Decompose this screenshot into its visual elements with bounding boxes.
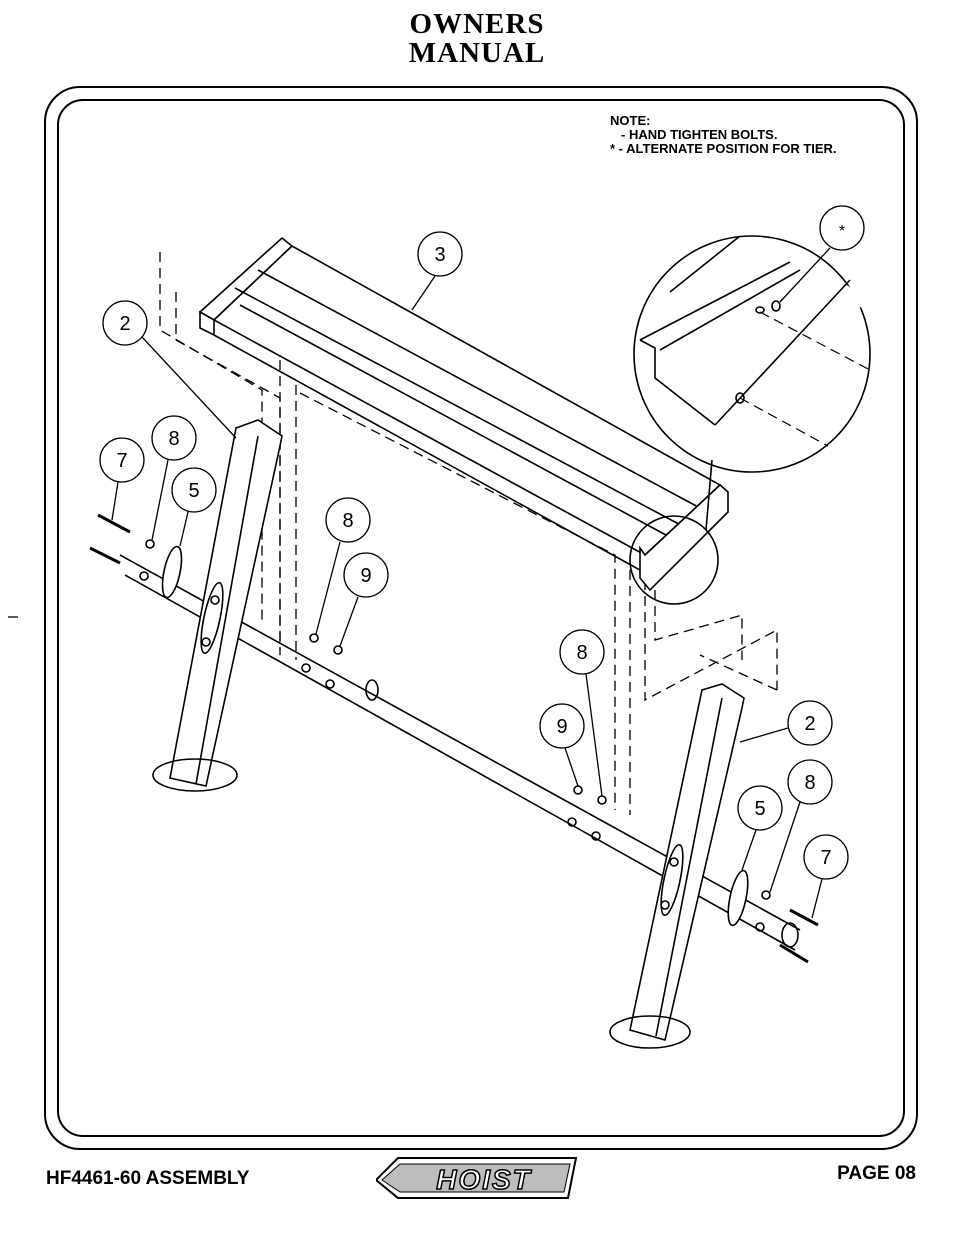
- inner-frame: [57, 99, 905, 1137]
- callout-5-right: 5: [754, 798, 765, 820]
- page-number: PAGE 08: [837, 1163, 916, 1184]
- callout-9-left: 9: [360, 565, 371, 587]
- callout-7-right: 7: [820, 847, 831, 869]
- callout-8-middle-right: 8: [576, 642, 587, 664]
- callout-7-left: 7: [116, 450, 127, 472]
- title-line-2: MANUAL: [408, 37, 546, 69]
- note-line-1: - HAND TIGHTEN BOLTS.: [621, 127, 778, 142]
- callout-8-left: 8: [168, 428, 179, 450]
- hardware: [139, 539, 771, 932]
- callout-3: 3: [434, 244, 445, 266]
- callout-2-left: 2: [119, 313, 130, 335]
- shelf-tier: [198, 236, 729, 592]
- note-heading: NOTE:: [610, 113, 651, 128]
- title-line-1: OWNERS: [409, 8, 545, 40]
- left-upright: [152, 419, 283, 792]
- note-line-2-marker: * -: [610, 141, 623, 156]
- callout-labels: 3 2 8 7 5 8 9 8 9 2 8 5 7 *: [116, 223, 845, 869]
- detail-magnifier: [629, 235, 871, 605]
- note-line-2: * - ALTERNATE POSITION FOR TIER.: [610, 142, 837, 156]
- logo-wordmark: HOIST: [436, 1164, 532, 1195]
- callout-9-right: 9: [556, 716, 567, 738]
- hoist-logo: HOIST: [376, 1157, 578, 1199]
- outer-frame: [44, 86, 918, 1150]
- callouts: [99, 205, 865, 919]
- page-title: OWNERS MANUAL: [0, 10, 954, 68]
- callout-8-right: 8: [804, 772, 815, 794]
- model-assembly-label: HF4461-60 ASSEMBLY: [46, 1168, 250, 1189]
- callout-5-left: 5: [188, 480, 199, 502]
- right-upright: [609, 683, 749, 1049]
- note-line-2-text: ALTERNATE POSITION FOR TIER.: [626, 141, 837, 156]
- callout-8-middle-left: 8: [342, 510, 353, 532]
- assembly-note: NOTE: - HAND TIGHTEN BOLTS. * - ALTERNAT…: [610, 114, 837, 156]
- callout-alternate-star: *: [839, 223, 845, 240]
- callout-2-right: 2: [804, 713, 815, 735]
